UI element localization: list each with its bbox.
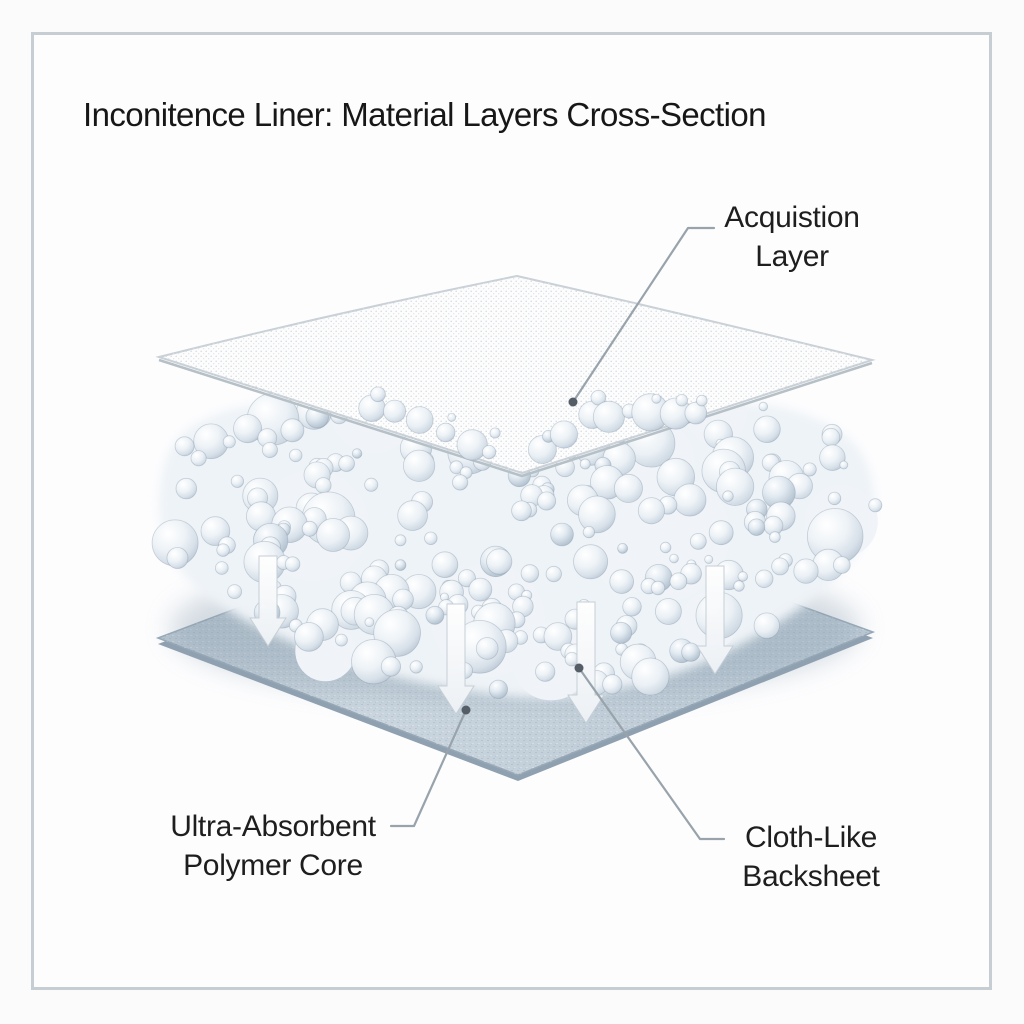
label-acquisition-line2: Layer	[755, 240, 829, 273]
down-arrow-1	[249, 555, 287, 647]
down-arrow-4	[696, 565, 734, 675]
label-polymer-core-line1: Ultra-Absorbent	[170, 810, 376, 843]
label-backsheet: Cloth-Like Backsheet	[671, 818, 951, 896]
leader-dot-backsheet	[574, 663, 584, 673]
leader-line-polymer-core	[389, 708, 468, 828]
leader-dot-acquisition	[568, 397, 578, 407]
down-arrow-3	[567, 601, 605, 724]
mesh-thickness-edge	[158, 358, 873, 478]
core-front-bubbles	[358, 386, 708, 464]
label-polymer-core-line2: Polymer Core	[183, 849, 363, 882]
mesh-texture	[159, 276, 872, 473]
label-backsheet-line2: Backsheet	[742, 860, 880, 893]
leader-line-acquisition	[571, 226, 716, 404]
diagram-title: Inconitence Liner: Material Layers Cross…	[83, 96, 766, 134]
leader-line-backsheet	[577, 666, 726, 841]
label-acquisition-line1: Acquistion	[724, 201, 860, 234]
acquisition-mesh-layer	[155, 274, 876, 478]
label-acquisition-layer: Acquistion Layer	[652, 198, 932, 276]
absorption-arrows	[249, 555, 734, 724]
label-polymer-core: Ultra-Absorbent Polymer Core	[113, 807, 433, 885]
leader-dot-polymer-core	[461, 705, 471, 715]
label-backsheet-line1: Cloth-Like	[744, 821, 878, 854]
down-arrow-2	[437, 603, 475, 715]
leader-lines	[389, 226, 726, 841]
